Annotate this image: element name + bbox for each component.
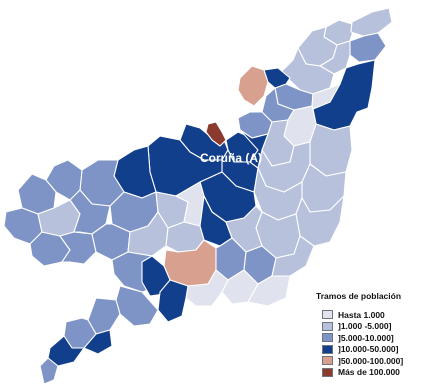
legend-label: ]5.000-10.000] (338, 332, 394, 343)
municipality-region (319, 40, 351, 75)
legend-item-hasta-1000: Hasta 1.000 (322, 309, 423, 321)
legend-label: Hasta 1.000 (338, 309, 385, 320)
municipality-region (247, 275, 291, 307)
municipality-region (350, 7, 393, 37)
legend-swatch (322, 333, 333, 343)
legend-item-10000-50000: ]10.000-50.000] (322, 344, 423, 356)
legend-item-1000-5000: ]1.000 -5.000] (322, 321, 423, 333)
municipality-regions (3, 7, 393, 385)
legend-item-5000-10000: ]5.000-10.000] (322, 332, 423, 344)
legend-item-mas-100000: Más de 100.000 (322, 367, 423, 379)
legend-swatch (322, 367, 333, 377)
municipality-region (349, 32, 387, 63)
legend-title: Tramos de población (316, 291, 402, 301)
legend-swatch (322, 310, 333, 320)
city-label-coruna: Coruña (A) (200, 151, 262, 165)
legend-label: Más de 100.000 (338, 367, 400, 378)
legend-label: ]10.000-50.000] (338, 344, 399, 355)
legend-label: ]50.000-100.000] (338, 355, 404, 366)
municipality-region (157, 279, 189, 323)
municipality-region (39, 357, 59, 385)
legend-swatch (322, 356, 333, 366)
legend-swatch (322, 344, 333, 354)
municipality-region (263, 67, 291, 89)
legend: Tramos de población Hasta 1.000 ]1.000 -… (316, 291, 423, 379)
municipality-region (59, 231, 97, 265)
municipality-region (237, 65, 269, 107)
municipality-region (239, 129, 269, 169)
municipality-region (185, 269, 229, 307)
legend-item-50000-100000: ]50.000-100.000] (322, 355, 423, 367)
legend-label: ]1.000 -5.000] (338, 321, 392, 332)
municipality-region (205, 121, 227, 147)
legend-swatch (322, 321, 333, 331)
